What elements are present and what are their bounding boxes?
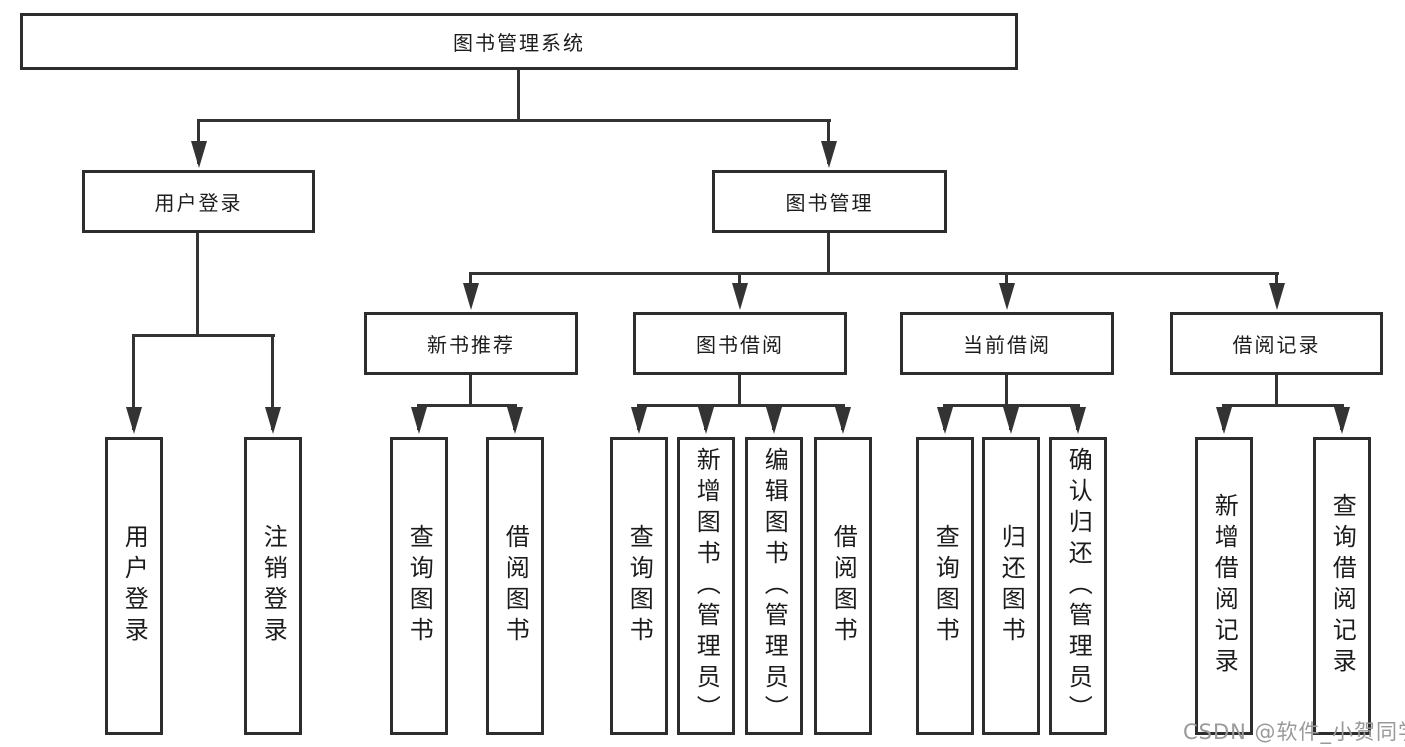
leaf-label: 借阅图书 <box>501 524 530 648</box>
leaf-label: 用户登录 <box>120 524 149 648</box>
leaf-borrow-books-borrowing: 借阅图书 <box>814 437 872 735</box>
connector-to-leaf-logout <box>271 335 274 430</box>
leaf-label: 查询图书 <box>625 524 654 648</box>
arrow-down-icon <box>937 407 953 434</box>
connector-user-login-stem <box>196 233 199 337</box>
leaf-label: 查询图书 <box>931 524 960 648</box>
node-label: 图书借阅 <box>696 333 784 357</box>
leaf-query-books-recommend: 查询图书 <box>390 437 448 735</box>
connector-root-stem <box>517 70 520 122</box>
connector-level2-split <box>469 272 1279 275</box>
connector-current-stem <box>1005 375 1008 407</box>
leaf-edit-books-admin: 编辑图书（管理员） <box>745 437 803 735</box>
arrow-down-icon <box>411 407 427 434</box>
leaf-label: 归还图书 <box>997 524 1026 648</box>
arrow-down-icon <box>1216 407 1232 434</box>
arrow-down-icon <box>698 407 714 434</box>
arrow-down-icon <box>126 407 142 434</box>
leaf-label: 查询图书 <box>405 524 434 648</box>
node-new-book-recommendation: 新书推荐 <box>364 312 578 375</box>
leaf-user-login: 用户登录 <box>105 437 163 735</box>
connector-recommendation-stem <box>469 375 472 407</box>
arrow-down-icon <box>463 283 479 310</box>
leaf-label: 新增借阅记录 <box>1210 493 1239 679</box>
node-label: 用户登录 <box>154 191 243 215</box>
watermark-text: CSDN @软件_小贺同学 <box>1183 720 1405 744</box>
leaf-add-books-admin: 新增图书（管理员） <box>677 437 735 735</box>
leaf-confirm-return-admin: 确认归还（管理员） <box>1049 437 1107 735</box>
leaf-label: 注销登录 <box>259 524 288 648</box>
node-book-borrowing: 图书借阅 <box>633 312 847 375</box>
node-label: 借阅记录 <box>1232 333 1321 357</box>
leaf-label: 借阅图书 <box>829 524 858 648</box>
connector-user-login-split <box>132 334 275 337</box>
leaf-return-books: 归还图书 <box>982 437 1040 735</box>
connector-records-stem <box>1275 375 1278 407</box>
arrow-down-icon <box>732 283 748 310</box>
node-label: 图书管理系统 <box>453 31 585 55</box>
arrow-down-icon <box>631 407 647 434</box>
leaf-query-borrow-record: 查询借阅记录 <box>1313 437 1371 735</box>
arrow-down-icon <box>1070 407 1086 434</box>
connector-recommendation-split <box>417 404 517 407</box>
connector-level1-split <box>197 119 831 122</box>
arrow-down-icon <box>821 141 837 168</box>
node-user-login: 用户登录 <box>82 170 315 233</box>
leaf-label: 确认归还（管理员） <box>1064 446 1093 726</box>
connector-records-split <box>1222 404 1344 407</box>
arrow-down-icon <box>191 141 207 168</box>
node-book-management: 图书管理 <box>712 170 947 233</box>
node-library-management-system: 图书管理系统 <box>20 13 1018 70</box>
leaf-logout-login: 注销登录 <box>244 437 302 735</box>
arrow-down-icon <box>999 283 1015 310</box>
arrow-down-icon <box>1003 407 1019 434</box>
arrow-down-icon <box>1334 407 1350 434</box>
arrow-down-icon <box>835 407 851 434</box>
node-label: 当前借阅 <box>963 333 1051 357</box>
leaf-label: 编辑图书（管理员） <box>760 446 789 726</box>
arrow-down-icon <box>265 407 281 434</box>
leaf-query-books-current: 查询图书 <box>916 437 974 735</box>
node-label: 图书管理 <box>785 191 874 215</box>
node-borrowing-records: 借阅记录 <box>1170 312 1383 375</box>
connector-borrowing-split <box>637 404 845 407</box>
connector-borrowing-stem <box>738 375 741 407</box>
connector-book-management-stem <box>827 233 830 275</box>
leaf-label: 新增图书（管理员） <box>692 446 721 726</box>
leaf-add-borrow-record: 新增借阅记录 <box>1195 437 1253 735</box>
leaf-label: 查询借阅记录 <box>1328 493 1357 679</box>
connector-to-leaf-user-login <box>132 335 135 430</box>
node-label: 新书推荐 <box>427 333 515 357</box>
leaf-borrow-books-recommend: 借阅图书 <box>486 437 544 735</box>
arrow-down-icon <box>1269 283 1285 310</box>
arrow-down-icon <box>507 407 523 434</box>
leaf-query-books-borrowing: 查询图书 <box>610 437 668 735</box>
node-current-borrowing: 当前借阅 <box>900 312 1114 375</box>
arrow-down-icon <box>766 407 782 434</box>
